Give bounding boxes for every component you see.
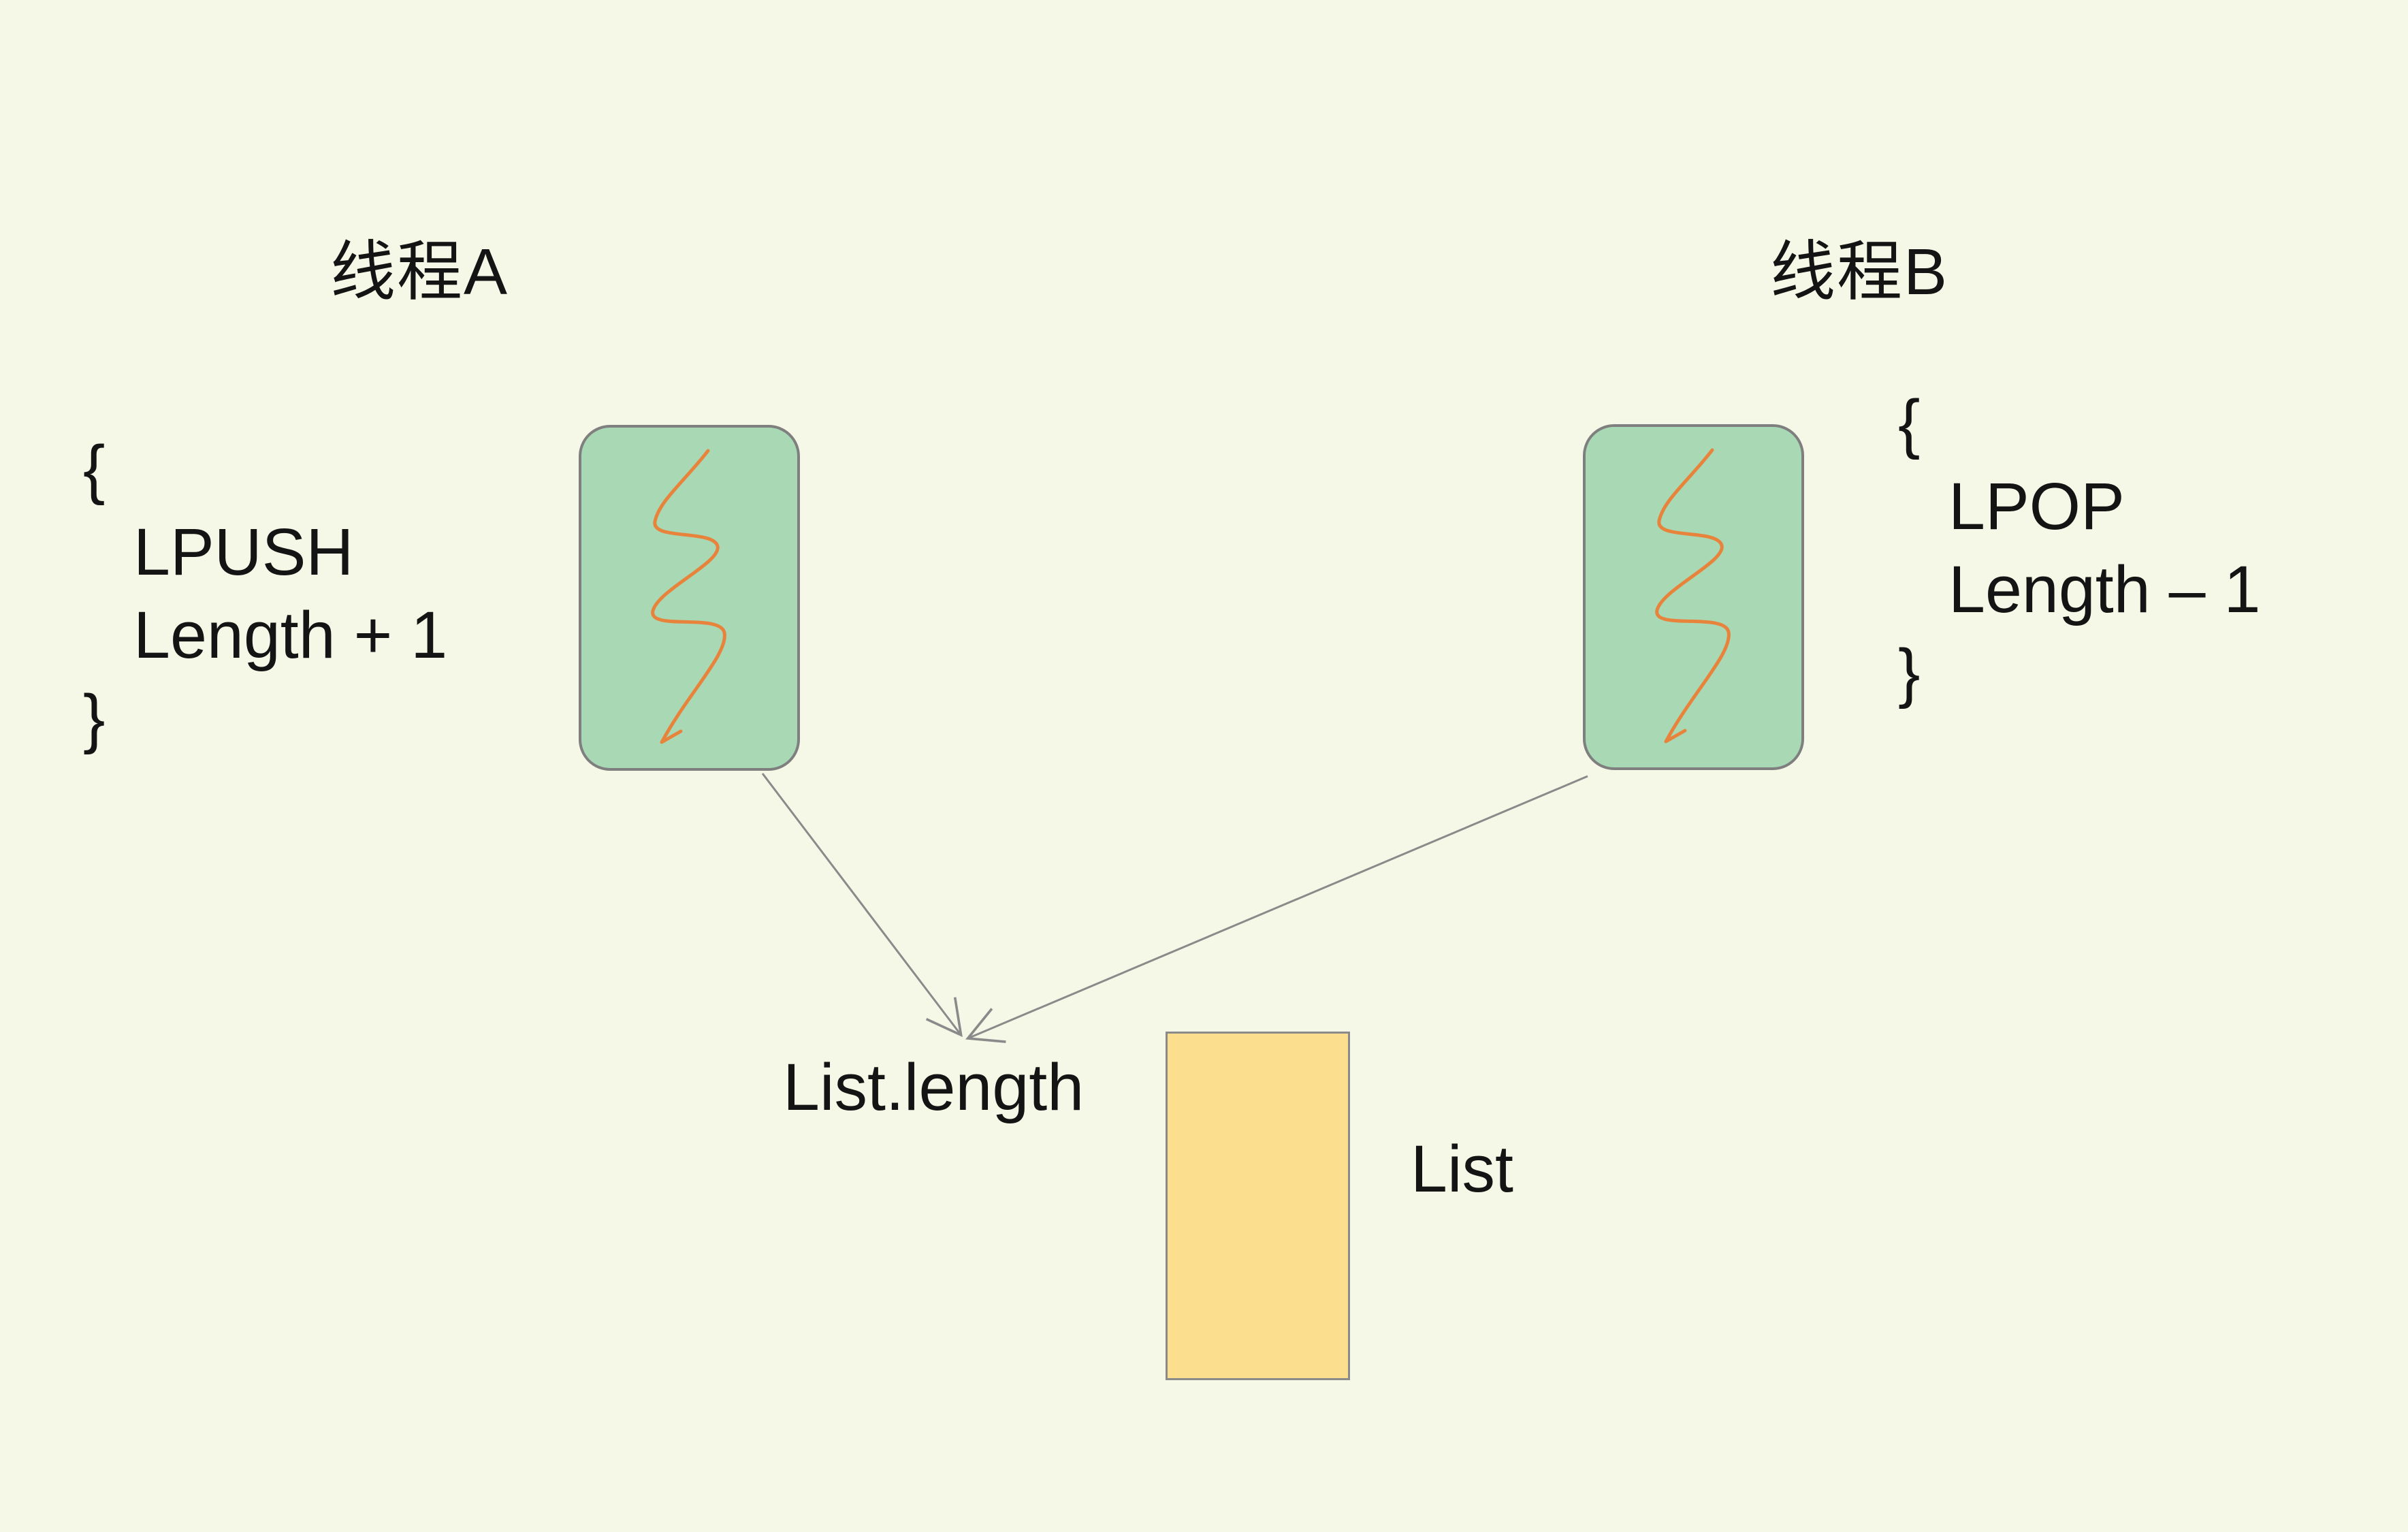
list-box bbox=[1166, 1032, 1350, 1380]
list-label: List bbox=[1411, 1132, 1513, 1206]
thread-b-title: 线程B bbox=[1770, 236, 1949, 308]
code-line-lpush: LPUSH bbox=[133, 515, 354, 589]
squiggle-icon bbox=[651, 449, 726, 744]
code-line-lpop: LPOP bbox=[1948, 469, 2125, 543]
arrow-thread-a-to-length bbox=[761, 773, 963, 1038]
code-line-open-brace: { bbox=[1898, 386, 1921, 460]
code-line-close-brace: } bbox=[83, 681, 106, 755]
thread-b-code-block: { LPOP Length – 1 } bbox=[1898, 382, 2260, 714]
thread-a-title: 线程A bbox=[330, 236, 509, 308]
thread-a-code-block: { LPUSH Length + 1 } bbox=[83, 428, 447, 760]
code-line-close-brace: } bbox=[1898, 635, 1921, 709]
list-length-label: List.length bbox=[783, 1050, 1085, 1124]
thread-a-box bbox=[579, 425, 800, 771]
thread-b-box bbox=[1583, 424, 1804, 770]
squiggle-icon bbox=[1655, 448, 1731, 744]
code-line-length-plus-one: Length + 1 bbox=[133, 598, 448, 672]
arrow-thread-b-to-length bbox=[965, 775, 1588, 1043]
code-line-length-minus-one: Length – 1 bbox=[1948, 552, 2261, 626]
code-line-open-brace: { bbox=[83, 432, 106, 506]
